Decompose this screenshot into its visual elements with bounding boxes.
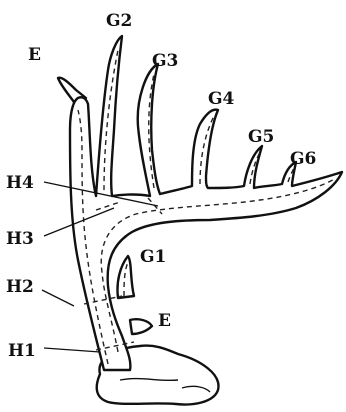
- label-g3: G3: [152, 51, 178, 71]
- label-h2: H2: [6, 277, 34, 297]
- label-h4: H4: [6, 173, 34, 193]
- label-g5: G5: [248, 127, 274, 147]
- label-g2: G2: [106, 11, 132, 31]
- label-g1: G1: [140, 247, 166, 267]
- label-g6: G6: [290, 149, 316, 169]
- label-e-top: E: [28, 45, 41, 65]
- brow-tine-e-lower: [130, 319, 152, 334]
- label-g4: G4: [208, 89, 235, 109]
- tine-g1: [117, 256, 134, 298]
- leader-h1: [44, 348, 100, 352]
- main-beam: [70, 36, 342, 370]
- label-e-bottom: E: [158, 311, 171, 331]
- label-h1: H1: [8, 341, 36, 361]
- leader-h2: [42, 290, 74, 306]
- label-h3: H3: [6, 229, 34, 249]
